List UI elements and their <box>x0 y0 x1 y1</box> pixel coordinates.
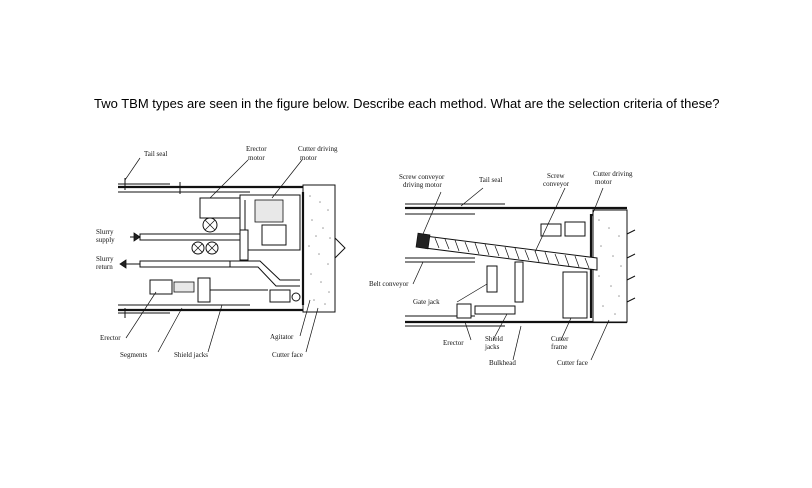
label-erector: Erector <box>443 339 464 347</box>
epb-shield-svg: Screw conveyor driving motor Tail seal S… <box>369 170 636 367</box>
slurry-supply-pipe <box>139 233 241 241</box>
label-screw-conveyor-driving-motor: Screw conveyor <box>399 173 445 181</box>
soil-texture <box>598 219 622 315</box>
label-shield-jacks: Shield <box>485 335 503 343</box>
label-screw-conveyor: Screw <box>547 172 565 180</box>
label-cutter-frame: Cutter <box>551 335 569 343</box>
label-cutter-driving-motor-2: motor <box>300 154 317 162</box>
label-slurry-return: Slurry <box>96 255 114 263</box>
screw-conveyor <box>424 235 598 271</box>
label-cutter-driving-motor: Cutter driving <box>298 145 338 153</box>
label-screw-conveyor-2: conveyor <box>543 180 570 188</box>
label-bulkhead: Bulkhead <box>489 359 516 367</box>
label-cutter-face: Cutter face <box>557 359 588 367</box>
gate-jack <box>486 265 498 293</box>
label-cutter-driving-motor-2: motor <box>595 178 612 186</box>
soil-texture <box>308 195 331 305</box>
label-slurry-supply: Slurry <box>96 228 114 236</box>
shield-jack-rod <box>474 305 516 315</box>
label-erector-motor: Erector <box>246 145 267 153</box>
label-erector-motor-2: motor <box>248 154 265 162</box>
slurry-return-pipe <box>139 260 231 268</box>
slurry-shield-svg: Tail seal Erector motor Cutter driving m… <box>96 145 346 359</box>
label-slurry-supply-2: supply <box>96 236 115 244</box>
label-gate-jack: Gate jack <box>413 298 440 306</box>
screw-conveyor-motor <box>415 232 431 250</box>
label-cutter-face: Cutter face <box>272 351 303 359</box>
cutter-motor-box <box>540 223 562 237</box>
erector-unit <box>456 303 472 319</box>
cutter-frame <box>562 271 588 319</box>
erector-motor-box <box>199 197 241 219</box>
label-agitator: Agitator <box>270 333 294 341</box>
label-cutter-driving-motor: Cutter driving <box>593 170 633 178</box>
erector-unit <box>149 279 173 295</box>
label-shield-jacks: Shield jacks <box>174 351 208 359</box>
label-screw-conveyor-driving-motor-2: driving motor <box>403 181 442 189</box>
label-belt-conveyor: Belt conveyor <box>369 280 409 288</box>
label-slurry-return-2: return <box>96 263 113 271</box>
cutter-tip <box>334 236 346 260</box>
label-erector: Erector <box>100 334 121 342</box>
agitator-unit <box>269 289 291 303</box>
epb-shield-tbm-diagram: Screw conveyor driving motor Tail seal S… <box>365 162 645 372</box>
return-pipe-bend <box>230 260 300 287</box>
excavation-chamber <box>302 184 336 313</box>
question-text: Two TBM types are seen in the figure bel… <box>94 96 720 111</box>
label-tail-seal: Tail seal <box>479 176 502 184</box>
excavation-chamber <box>592 209 628 323</box>
slurry-shield-tbm-diagram: Tail seal Erector motor Cutter driving m… <box>90 140 360 370</box>
label-shield-jacks-2: jacks <box>484 343 500 351</box>
label-tail-seal: Tail seal <box>144 150 167 158</box>
label-segments: Segments <box>120 351 147 359</box>
label-cutter-frame-2: frame <box>551 343 567 351</box>
